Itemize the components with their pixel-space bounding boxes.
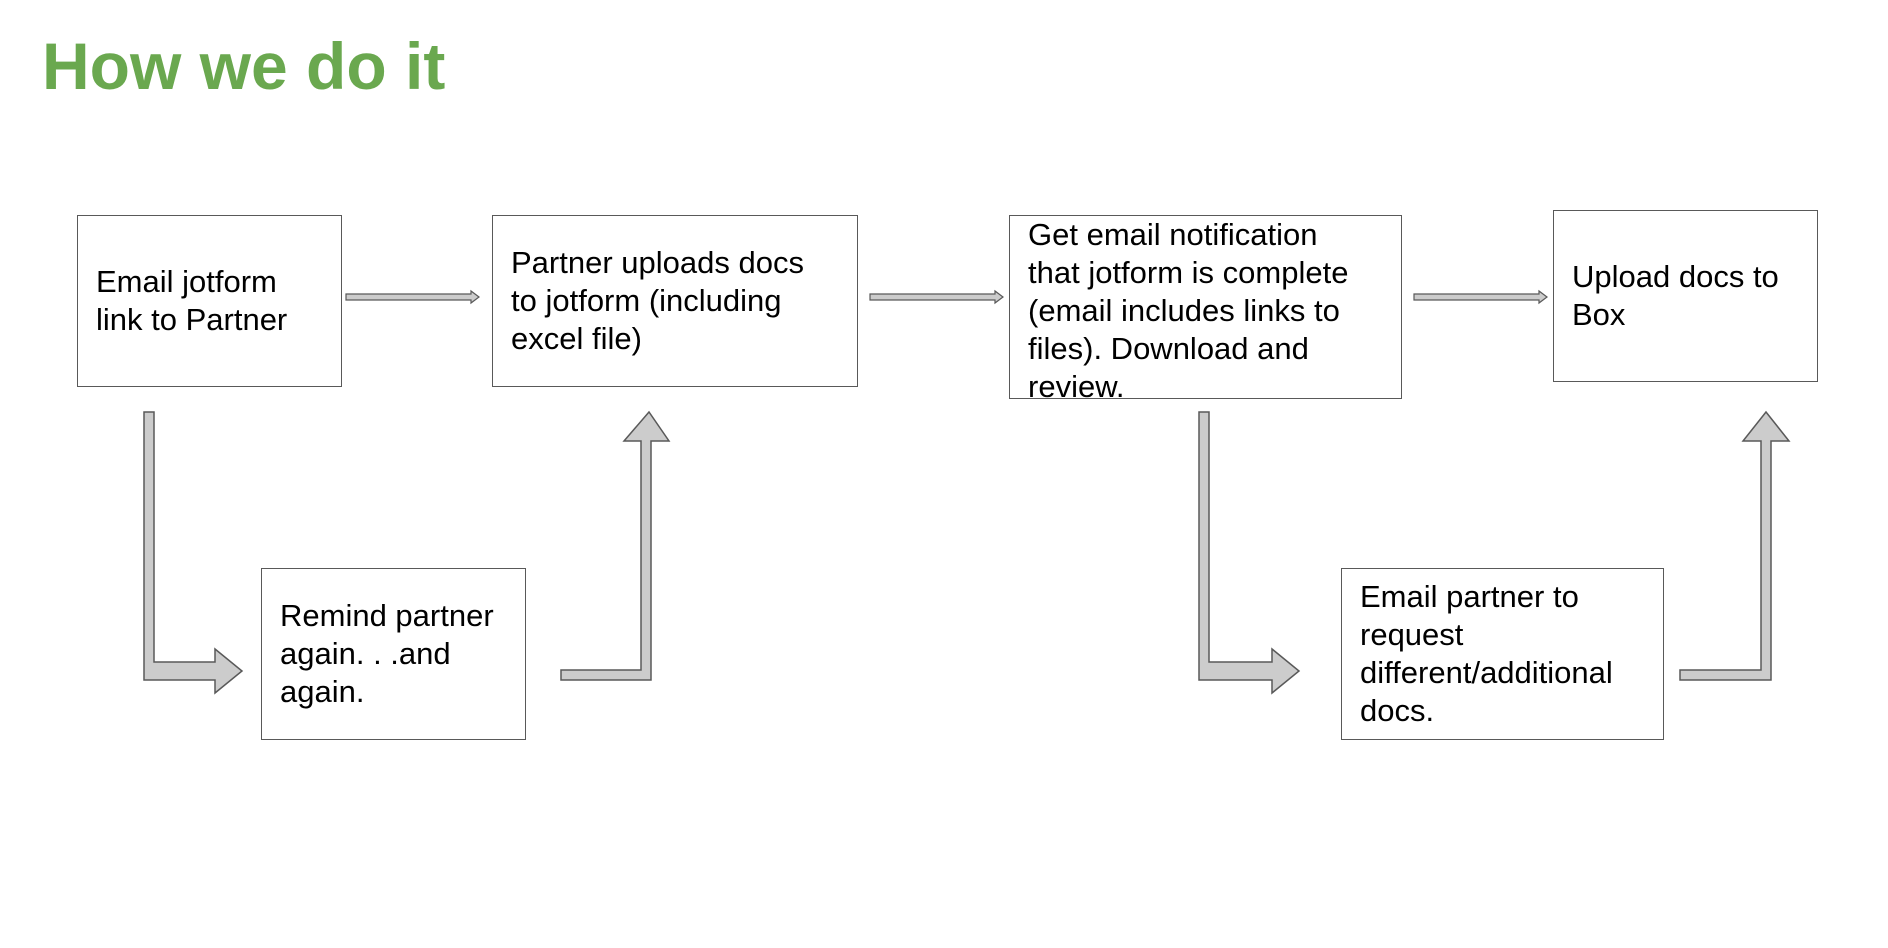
step-remind-partner-text: Remind partner again. . .and again. [280, 598, 494, 709]
step-email-request-text: Email partner to request different/addit… [1360, 579, 1613, 728]
step-upload-box-text: Upload docs to Box [1572, 259, 1779, 332]
step-get-notification: Get email notification that jotform is c… [1009, 215, 1402, 399]
step-email-jotform-text: Email jotform link to Partner [96, 264, 288, 337]
arrow-upload-to-notification [869, 289, 1004, 305]
arrow-notification-to-request [1198, 411, 1301, 695]
arrow-notification-to-box [1413, 289, 1548, 305]
arrow-email-to-remind [143, 411, 244, 695]
step-email-request: Email partner to request different/addit… [1341, 568, 1664, 740]
arrow-email-to-upload [345, 289, 480, 305]
step-get-notification-text: Get email notification that jotform is c… [1028, 217, 1349, 399]
arrow-request-to-box [1679, 410, 1791, 681]
arrow-remind-to-upload [560, 410, 671, 681]
step-email-jotform: Email jotform link to Partner [77, 215, 342, 387]
step-partner-uploads-text: Partner uploads docs to jotform (includi… [511, 245, 804, 356]
page-title: How we do it [42, 29, 446, 103]
step-upload-box: Upload docs to Box [1553, 210, 1818, 382]
step-remind-partner: Remind partner again. . .and again. [261, 568, 526, 740]
step-partner-uploads: Partner uploads docs to jotform (includi… [492, 215, 858, 387]
